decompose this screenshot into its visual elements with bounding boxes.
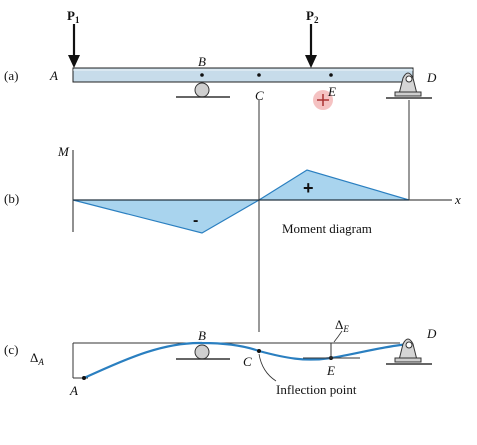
label-p2: P2 [306,8,319,25]
label-plus-sign: + [303,178,314,198]
label-delta-a: ΔA [30,350,44,367]
point-c-bottom-dot [257,349,261,353]
point-a-bottom-dot [82,376,86,380]
point-b-dot [200,73,204,77]
label-e-top: E [327,84,336,99]
label-part-c: (c) [4,342,18,357]
pin-support-bottom-icon [386,338,432,365]
label-b-bottom: B [198,328,206,343]
pin-support-icon [386,72,432,99]
label-part-b: (b) [4,191,19,206]
load-arrow-p1-head [68,55,80,68]
cursor-highlight [313,90,333,110]
load-arrow-p2-head [305,55,317,68]
moment-region-negative [72,199,262,234]
label-a-top: A [49,68,58,83]
label-e-bottom: E [326,363,335,378]
label-p1: P1 [67,8,80,25]
label-c-bottom: C [243,354,252,369]
inflection-leader [258,353,277,382]
label-minus-sign: - [193,212,198,229]
label-c-top: C [255,88,264,103]
point-e-dot [329,73,333,77]
moment-diagram-caption: Moment diagram [282,221,372,236]
label-m-axis: M [57,144,70,159]
beam [72,67,414,83]
moment-region-positive [256,169,410,201]
point-c-dot [257,73,261,77]
label-part-a: (a) [4,68,18,83]
label-d-bottom: D [426,326,437,341]
inflection-point-caption: Inflection point [276,382,357,397]
roller-support-icon [176,82,230,98]
roller-support-bottom-icon [176,344,230,360]
label-a-bottom: A [69,383,78,398]
label-d-top: D [426,70,437,85]
label-x-axis: x [454,192,461,207]
label-delta-e: ΔE [335,317,349,334]
label-b-top: B [198,54,206,69]
delta-e-leader [333,330,343,343]
